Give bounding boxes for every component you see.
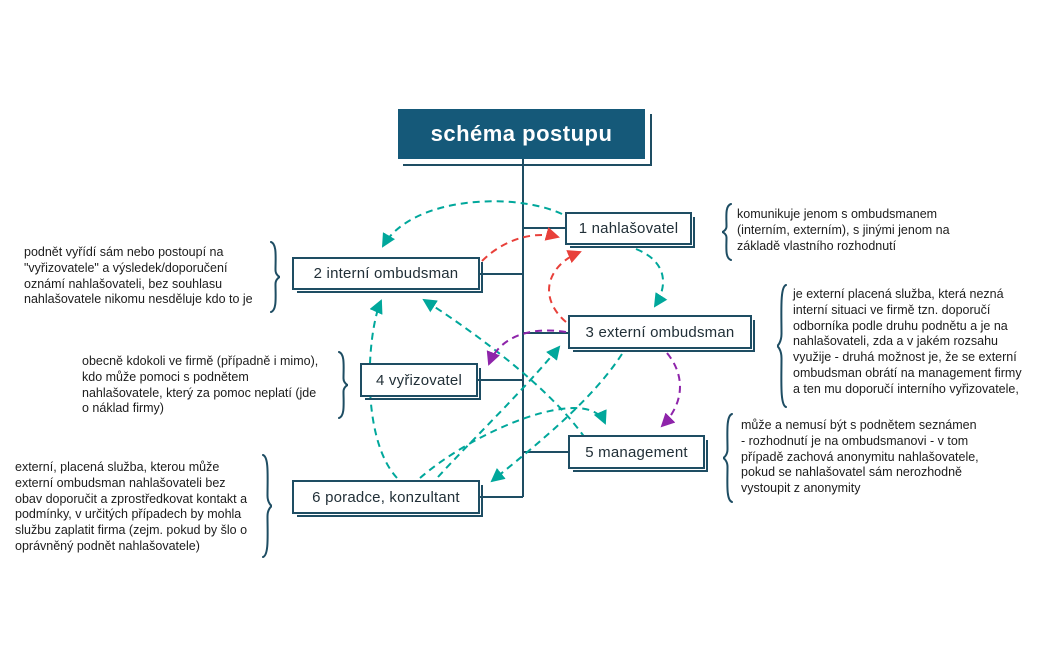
brace-note-6 xyxy=(262,454,273,558)
note-node-4: obecně kdokoli ve firmě (případně i mimo… xyxy=(82,354,319,416)
title-box: schéma postupu xyxy=(398,109,652,166)
arrow-teal-node3-to-node6 xyxy=(490,353,623,483)
brace-note-3 xyxy=(776,284,787,408)
note-node-2: podnět vyřídí sám nebo postoupí na "vyři… xyxy=(24,245,253,307)
brace-note-1 xyxy=(721,203,732,261)
arrow-red-node3-to-node1 xyxy=(548,250,582,323)
node-box-1: 1 nahlašovatel xyxy=(565,212,695,248)
node-label-2: 2 interní ombudsman xyxy=(313,265,459,282)
title-label: schéma postupu xyxy=(430,121,613,146)
note-node-1: komunikuje jenom s ombudsmanem (interním… xyxy=(737,207,950,253)
arrow-red-node2-to-node1 xyxy=(481,227,560,262)
arrow-teal-node1-to-node3 xyxy=(635,248,668,308)
node-label-3: 3 externí ombudsman xyxy=(585,323,735,341)
brace-note-2 xyxy=(270,241,281,313)
node-box-4: 4 vyřizovatel xyxy=(360,363,481,400)
brace-note-5 xyxy=(722,413,733,503)
node-box-5: 5 management xyxy=(568,435,708,472)
arrow-purple-node3-to-node5 xyxy=(660,352,681,428)
node-box-3: 3 externí ombudsman xyxy=(568,315,755,352)
arrow-teal-node6-to-node5 xyxy=(419,407,607,479)
node-box-6: 6 poradce, konzultant xyxy=(292,480,483,517)
note-node-5: může a nemusí být s podnětem seznámen - … xyxy=(741,418,979,496)
arrow-teal-node6-to-node3 xyxy=(437,345,561,478)
note-node-6: externí, placená služba, kterou může ext… xyxy=(15,460,248,553)
node-label-4: 4 vyřizovatel xyxy=(376,371,462,389)
node-label-6: 6 poradce, konzultant xyxy=(312,488,460,506)
note-node-3: je externí placená služba, která nezná i… xyxy=(793,287,1022,396)
arrow-teal-node5-to-node2 xyxy=(422,298,586,439)
arrow-purple-node3-to-node4 xyxy=(486,329,567,366)
brace-note-4 xyxy=(338,351,349,419)
node-label-5: 5 management xyxy=(585,443,688,461)
node-label-1: 1 nahlašovatel xyxy=(578,220,679,237)
arrow-teal-node1-to-node2 xyxy=(381,200,563,248)
node-box-2: 2 interní ombudsman xyxy=(292,257,483,293)
